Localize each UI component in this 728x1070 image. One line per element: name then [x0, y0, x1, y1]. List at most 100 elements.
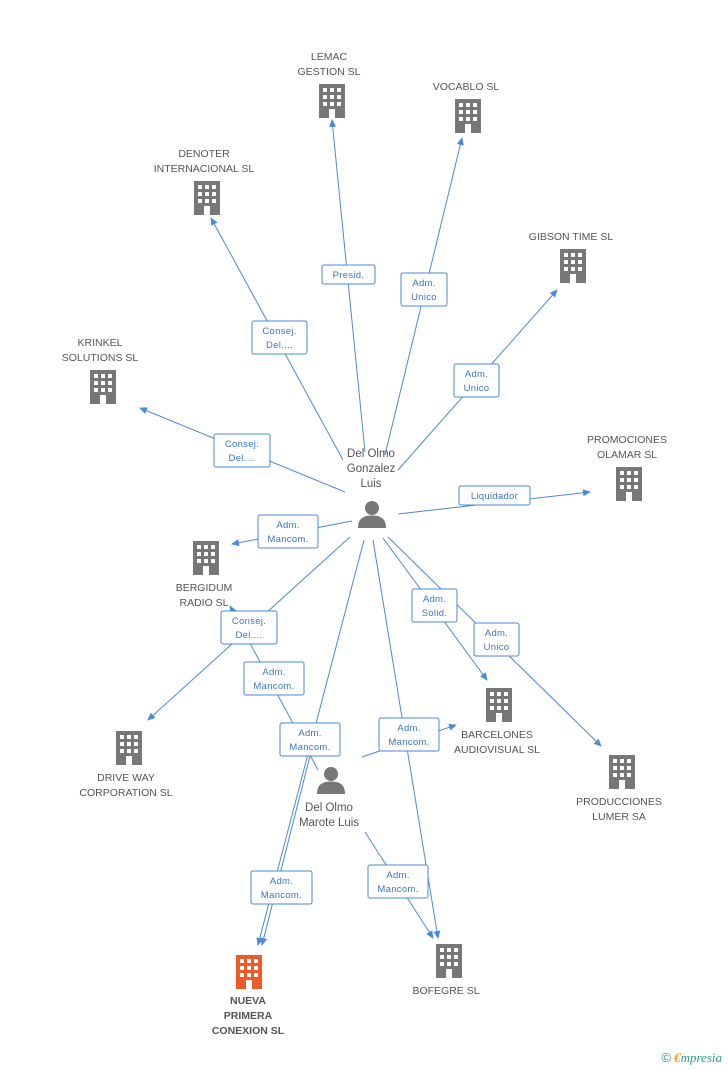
- company-node-gibson[interactable]: GIBSON TIME SL: [529, 231, 614, 283]
- relation-line: Adm.: [423, 594, 446, 605]
- company-node-vocablo[interactable]: VOCABLO SL: [433, 81, 500, 133]
- person-name-line: Marote Luis: [299, 817, 359, 829]
- relation-r-bergidum-1[interactable]: Adm. Mancom.: [257, 514, 319, 549]
- relation-r-barcelones-2[interactable]: Adm. Mancom.: [378, 717, 440, 752]
- relation-r-krinkel[interactable]: Consej. Del....: [213, 433, 271, 468]
- building-icon: [486, 688, 512, 722]
- relation-line: Adm.: [386, 870, 409, 881]
- company-node-bergidum[interactable]: BERGIDUM RADIO SL: [176, 541, 233, 609]
- relation-line: Adm.: [412, 278, 435, 289]
- building-icon: [116, 731, 142, 765]
- relation-line: Mancom.: [261, 890, 302, 901]
- relation-line: Mancom.: [289, 742, 330, 753]
- building-icon: [609, 755, 635, 789]
- relation-line: Adm.: [270, 876, 293, 887]
- relation-r-producciones[interactable]: Adm. Unico: [473, 622, 520, 657]
- person-node-p1[interactable]: Del Olmo Gonzalez Luis: [347, 448, 396, 528]
- relation-labels: Presid. Adm. Unico Consej. Del.... Adm. …: [213, 264, 531, 905]
- relation-line: Solid.: [422, 608, 448, 619]
- company-name-line: PRODUCCIONES: [576, 796, 662, 808]
- company-name-line: SOLUTIONS SL: [62, 352, 139, 364]
- relation-line: Del....: [266, 340, 293, 351]
- relation-line: Adm.: [485, 628, 508, 639]
- relation-r-gibson[interactable]: Adm. Unico: [453, 363, 500, 398]
- company-name-line: RADIO SL: [179, 597, 228, 609]
- company-name-line: KRINKEL: [78, 337, 123, 349]
- building-icon: [560, 249, 586, 283]
- building-icon: [236, 955, 262, 989]
- company-name-line: NUEVA: [230, 995, 266, 1007]
- brand-name: mpresia: [680, 1050, 722, 1065]
- relation-r-lemac[interactable]: Presid.: [321, 264, 376, 285]
- edges: [139, 119, 602, 946]
- company-name-line: INTERNACIONAL SL: [154, 163, 255, 175]
- company-name-line: PROMOCIONES: [587, 434, 667, 446]
- relation-line: Consej.: [262, 326, 296, 337]
- relation-line: Del....: [229, 453, 256, 464]
- relation-line: Unico: [464, 383, 490, 394]
- company-node-nueva[interactable]: NUEVA PRIMERA CONEXION SL: [212, 955, 285, 1037]
- company-name-line: DENOTER: [178, 148, 230, 160]
- company-name-line: LEMAC: [311, 51, 348, 63]
- building-icon: [616, 467, 642, 501]
- relation-r-nueva-2[interactable]: Adm. Mancom.: [250, 870, 313, 905]
- company-node-lemac[interactable]: LEMAC GESTION SL: [297, 51, 361, 118]
- company-node-promociones[interactable]: PROMOCIONES OLAMAR SL: [587, 434, 667, 501]
- relation-r-barcelones[interactable]: Adm. Solid.: [411, 588, 458, 623]
- company-node-krinkel[interactable]: KRINKEL SOLUTIONS SL: [62, 337, 139, 404]
- person-name-line: Del Olmo: [305, 802, 353, 814]
- company-name-line: BOFEGRE SL: [412, 985, 479, 997]
- company-name-line: PRIMERA: [224, 1010, 273, 1022]
- relation-line: Unico: [411, 292, 437, 303]
- person-name-line: Del Olmo: [347, 448, 395, 460]
- relation-line: Mancom.: [388, 737, 429, 748]
- relation-line: Adm.: [262, 667, 285, 678]
- relation-line: Mancom.: [253, 681, 294, 692]
- copyright-icon: ©: [661, 1050, 672, 1065]
- relation-line: Presid.: [333, 270, 365, 281]
- company-node-barcelones[interactable]: BARCELONES AUDIOVISUAL SL: [454, 688, 540, 756]
- relation-line: Mancom.: [267, 534, 308, 545]
- relation-line: Adm.: [465, 369, 488, 380]
- relation-r-promociones[interactable]: Liquidador: [458, 485, 531, 506]
- company-nodes: LEMAC GESTION SL VOCABLO SL DENOTER INTE…: [62, 51, 667, 1037]
- relation-r-denoter[interactable]: Consej. Del....: [251, 320, 308, 355]
- person-node-p2[interactable]: Del Olmo Marote Luis: [299, 767, 359, 829]
- company-name-line: BARCELONES: [461, 729, 533, 741]
- relation-line: Adm.: [276, 520, 299, 531]
- building-icon: [90, 370, 116, 404]
- company-name-line: LUMER SA: [592, 811, 646, 823]
- company-name-line: BERGIDUM: [176, 582, 233, 594]
- company-name-line: VOCABLO SL: [433, 81, 500, 93]
- edge-p2-nueva: [260, 755, 311, 946]
- relation-r-nueva-1[interactable]: Adm. Mancom.: [279, 722, 341, 757]
- edge-p1-lemac: [329, 119, 366, 453]
- person-name-line: Luis: [360, 478, 381, 490]
- company-node-producciones[interactable]: PRODUCCIONES LUMER SA: [576, 755, 662, 823]
- person-nodes: Del Olmo Gonzalez Luis Del Olmo Marote L…: [299, 448, 396, 829]
- brand-footer: ©€mpresia: [662, 1050, 723, 1066]
- relation-r-bofegre[interactable]: Adm. Mancom.: [367, 864, 429, 899]
- company-name-line: AUDIOVISUAL SL: [454, 744, 540, 756]
- company-name-line: CORPORATION SL: [79, 787, 172, 799]
- relation-line: Adm.: [298, 728, 321, 739]
- brand-initial: €: [674, 1050, 681, 1065]
- relation-line: Liquidador: [471, 491, 518, 502]
- relation-line: Adm.: [397, 723, 420, 734]
- relation-r-vocablo[interactable]: Adm. Unico: [400, 272, 448, 307]
- company-node-bofegre[interactable]: BOFEGRE SL: [412, 944, 480, 997]
- relation-r-bergidum-2[interactable]: Adm. Mancom.: [243, 661, 305, 696]
- person-name-line: Gonzalez: [347, 463, 396, 475]
- relation-line: Consej.: [225, 439, 259, 450]
- company-node-driveway[interactable]: DRIVE WAY CORPORATION SL: [79, 731, 173, 799]
- company-name-line: OLAMAR SL: [597, 449, 657, 461]
- company-node-denoter[interactable]: DENOTER INTERNACIONAL SL: [154, 148, 255, 215]
- building-icon: [193, 541, 219, 575]
- relation-line: Mancom.: [377, 884, 418, 895]
- relation-r-driveway[interactable]: Consej. Del....: [220, 610, 278, 645]
- building-icon: [455, 99, 481, 133]
- person-icon: [317, 767, 345, 794]
- relation-line: Consej.: [232, 616, 266, 627]
- company-name-line: DRIVE WAY: [97, 772, 155, 784]
